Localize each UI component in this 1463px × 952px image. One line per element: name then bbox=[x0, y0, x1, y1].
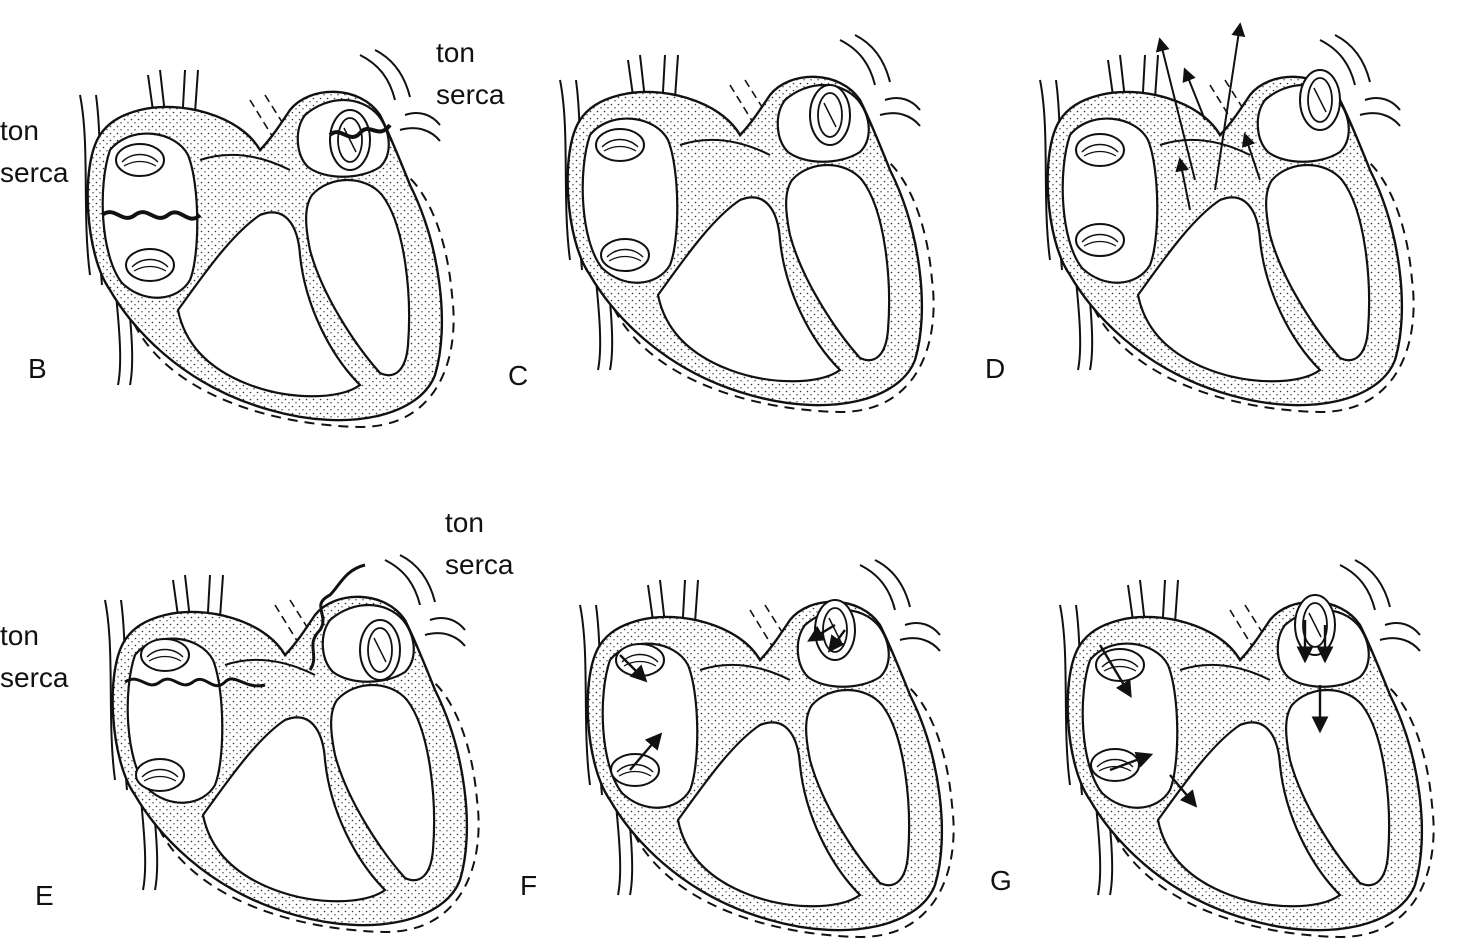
tricuspid-valve bbox=[615, 643, 665, 677]
mitral-valve bbox=[1294, 594, 1336, 656]
panel-b bbox=[78, 48, 455, 429]
lower-valve bbox=[1090, 748, 1140, 782]
lower-valve bbox=[135, 758, 185, 792]
panel-label: F bbox=[520, 870, 537, 901]
annotation-serca: serca bbox=[0, 157, 69, 188]
flow-arrows bbox=[1098, 620, 1334, 808]
mitral-valve bbox=[809, 84, 851, 146]
panel-d bbox=[1038, 22, 1415, 414]
sound-wave bbox=[328, 123, 392, 139]
lower-valve bbox=[610, 753, 660, 787]
mitral-valve bbox=[359, 619, 401, 681]
panel-e bbox=[103, 553, 480, 934]
mitral-valve bbox=[329, 109, 371, 171]
panel-label: C bbox=[508, 360, 528, 391]
sound-wave bbox=[124, 677, 266, 688]
mitral-valve bbox=[814, 599, 856, 661]
tricuspid-valve bbox=[115, 143, 165, 177]
tricuspid-valve bbox=[1075, 133, 1125, 167]
panel-label: G bbox=[990, 865, 1012, 896]
sound-wave bbox=[308, 563, 366, 671]
annotation-ton: ton bbox=[0, 115, 39, 146]
panel-c bbox=[558, 33, 935, 414]
lower-valve bbox=[600, 238, 650, 272]
annotation-ton: ton bbox=[436, 37, 475, 68]
tricuspid-valve bbox=[595, 128, 645, 162]
annotation-ton: ton bbox=[0, 620, 39, 651]
annotation-serca: serca bbox=[436, 79, 505, 110]
panel-label: D bbox=[985, 353, 1005, 384]
annotation-ton: ton bbox=[445, 507, 484, 538]
annotation-serca: serca bbox=[0, 662, 69, 693]
sound-wave bbox=[100, 210, 202, 221]
panel-label: E bbox=[35, 880, 54, 911]
annotation-serca: serca bbox=[445, 549, 514, 580]
panel-f bbox=[578, 558, 955, 939]
flow-arrows bbox=[619, 623, 846, 771]
panel-label: B bbox=[28, 353, 47, 384]
lower-valve bbox=[125, 248, 175, 282]
panel-g bbox=[1058, 558, 1435, 939]
flow-arrows bbox=[1155, 22, 1261, 211]
lower-valve bbox=[1075, 223, 1125, 257]
aortic-valve bbox=[1299, 69, 1341, 131]
tricuspid-valve bbox=[140, 638, 190, 672]
